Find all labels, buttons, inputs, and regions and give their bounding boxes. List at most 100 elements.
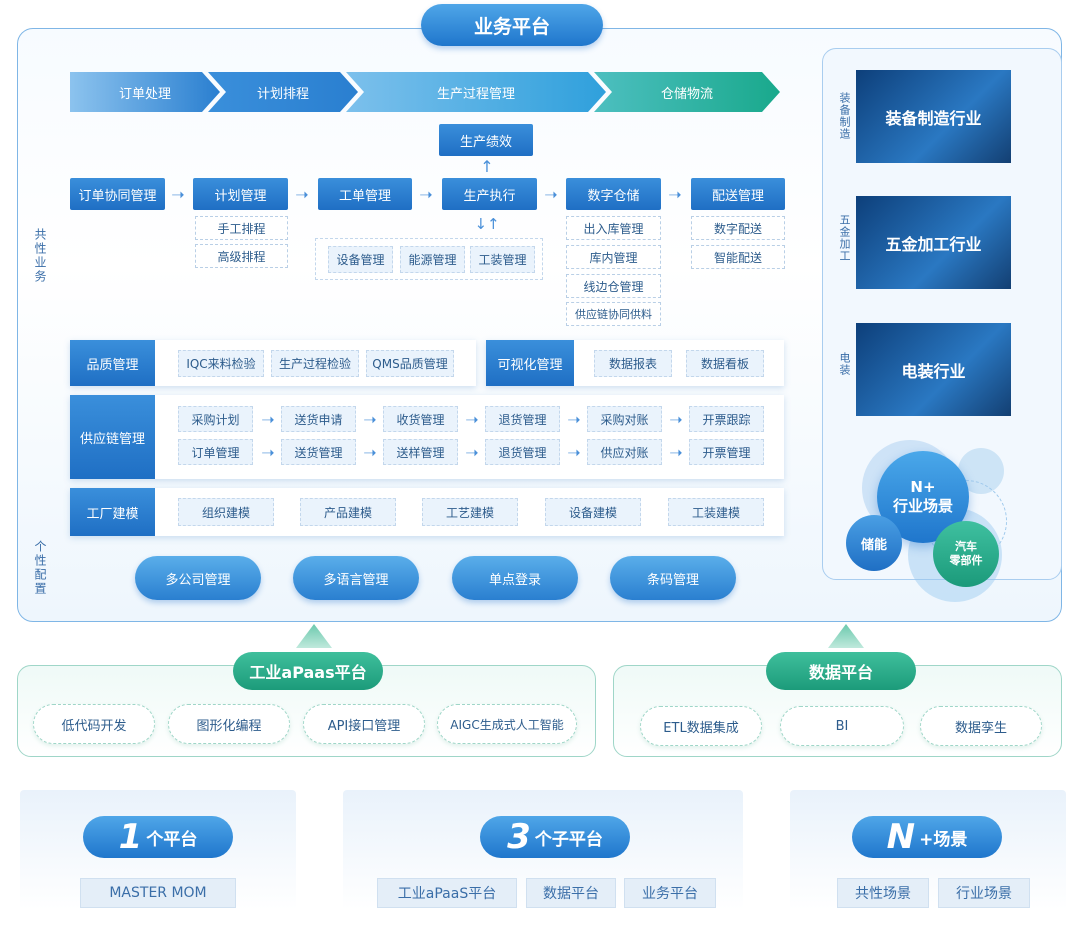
arrow-right-icon: ➝ [567,409,581,429]
arrow-right-icon: ➝ [668,184,682,204]
advanced-scheduling: 高级排程 [195,244,288,268]
low-code-dev: 低代码开发 [33,704,155,744]
arrow-right-icon: ➝ [171,184,185,204]
etl-integration: ETL数据集成 [640,706,762,746]
barcode-pill: 条码管理 [610,556,736,600]
bi: BI [780,706,904,746]
master-mom-tag: MASTER MOM [80,878,236,908]
inout-mgmt: 出入库管理 [566,216,661,240]
n-scenario-pill: N+场景 [852,816,1002,858]
manual-scheduling: 手工排程 [195,216,288,240]
equipment-mgmt: 设备管理 [328,246,393,273]
arrow-right-icon: ➝ [465,409,479,429]
qms-quality-mgmt: QMS品质管理 [366,350,454,377]
data-dashboard: 数据看板 [686,350,764,377]
electronics-industry-card: 电装行业 [856,323,1011,416]
n-text: +场景 [919,829,968,850]
arrow-right-icon: ➝ [544,184,558,204]
return-mgmt: 退货管理 [485,406,560,432]
arrow-up-icon: ↑ [480,156,494,176]
aigc-ai: AIGC生成式人工智能 [437,704,577,744]
arrow-up-icon [296,624,332,648]
delivery-mgmt-box: 配送管理 [691,178,785,210]
one-platform-number: 1 [118,817,143,857]
apaas-tag: 工业aPaaS平台 [377,878,517,908]
personal-config-label: 个性配置 [33,540,47,596]
in-warehouse-mgmt: 库内管理 [566,245,661,269]
purchase-reconcile: 采购对账 [587,406,662,432]
n-number: N [886,817,916,857]
data-platform-tag: 数据平台 [526,878,616,908]
hardware-industry-card: 五金加工行业 [856,196,1011,289]
supply-chain-label: 供应链管理 [70,395,155,479]
multi-company-pill: 多公司管理 [135,556,261,600]
flow-step-order: 订单处理 [70,72,220,112]
arrow-up-icon [828,624,864,648]
tooling-modeling: 工装建模 [668,498,764,526]
graphic-programming: 图形化编程 [168,704,290,744]
api-mgmt: API接口管理 [303,704,425,744]
arrow-right-icon: ➝ [419,184,433,204]
digital-warehouse-box: 数字仓储 [566,178,661,210]
three-text: 个子平台 [534,829,603,850]
equipment-modeling: 设备建模 [545,498,641,526]
industry-side-label-2: 五金加工 [838,214,851,262]
production-performance: 生产绩效 [439,124,533,156]
exec-subs-group [315,238,543,280]
process-inspection: 生产过程检验 [271,350,359,377]
common-scenario-tag: 共性场景 [837,878,929,908]
business-platform-title: 业务平台 [421,4,603,46]
process-modeling: 工艺建模 [422,498,518,526]
common-business-label: 共性业务 [33,228,47,284]
quality-label: 品质管理 [70,340,155,386]
delivery-request: 送货申请 [281,406,356,432]
equipment-industry-card: 装备制造行业 [856,70,1011,163]
delivery-mgmt: 送货管理 [281,439,356,465]
data-platform-title: 数据平台 [766,652,916,690]
business-platform-tag: 业务平台 [624,878,716,908]
flow-step-logistics: 仓储物流 [594,72,780,112]
visual-label: 可视化管理 [486,340,574,386]
iqc-inspection: IQC来料检验 [178,350,264,377]
industry-scenario-tag: 行业场景 [938,878,1030,908]
energy-storage-bubble: 储能 [846,515,902,571]
arrow-right-icon: ➝ [669,442,683,462]
arrow-right-icon: ➝ [261,409,275,429]
plan-mgmt-box: 计划管理 [193,178,288,210]
production-exec-box: 生产执行 [442,178,537,210]
tooling-mgmt: 工装管理 [470,246,535,273]
arrow-right-icon: ➝ [363,409,377,429]
auto-parts-bubble: 汽车 零部件 [933,521,999,587]
invoice-mgmt: 开票管理 [689,439,764,465]
supply-chain-feeding: 供应链协同供料 [566,302,661,326]
energy-mgmt: 能源管理 [400,246,465,273]
line-side-mgmt: 线边仓管理 [566,274,661,298]
product-modeling: 产品建模 [300,498,396,526]
apaas-title: 工业aPaas平台 [233,652,383,690]
modeling-label: 工厂建模 [70,488,155,536]
receiving-mgmt: 收货管理 [383,406,458,432]
bidirectional-arrow-icon: ↓↑ [474,215,500,233]
purchase-plan: 采购计划 [178,406,253,432]
arrow-right-icon: ➝ [669,409,683,429]
return-mgmt-2: 退货管理 [485,439,560,465]
flow-step-production: 生产过程管理 [346,72,606,112]
order-mgmt: 订单管理 [178,439,253,465]
flow-step-plan: 计划排程 [208,72,358,112]
order-collab-box: 订单协同管理 [70,178,165,210]
data-report: 数据报表 [594,350,672,377]
sample-mgmt: 送样管理 [383,439,458,465]
org-modeling: 组织建模 [178,498,274,526]
supply-reconcile: 供应对账 [587,439,662,465]
sso-pill: 单点登录 [452,556,578,600]
three-number: 3 [507,817,531,857]
arrow-right-icon: ➝ [363,442,377,462]
arrow-right-icon: ➝ [295,184,309,204]
arrow-right-icon: ➝ [465,442,479,462]
invoice-tracking: 开票跟踪 [689,406,764,432]
digital-delivery: 数字配送 [691,216,785,240]
industry-side-label-1: 装备制造 [838,92,851,140]
smart-delivery: 智能配送 [691,245,785,269]
